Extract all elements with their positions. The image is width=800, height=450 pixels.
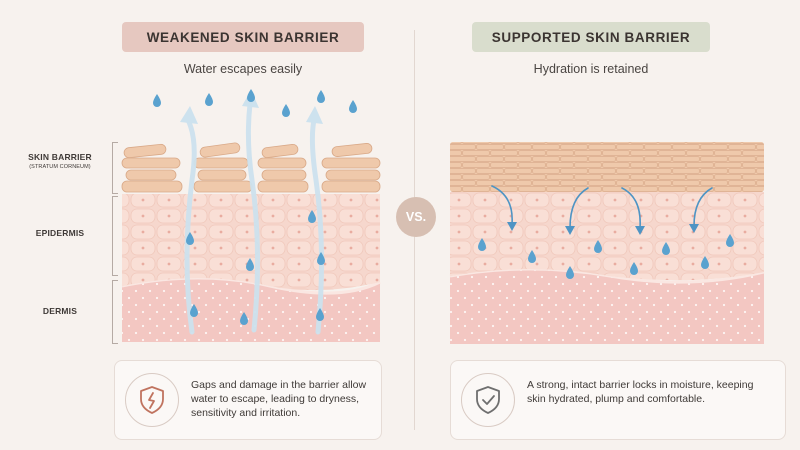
intact-barrier-bricks [450, 142, 764, 192]
barrier-cluster-4 [321, 143, 381, 193]
weakened-skin-illustration [121, 89, 381, 342]
supported-description: A strong, intact barrier locks in moistu… [527, 379, 754, 405]
epidermis-cells [122, 194, 380, 291]
layer-label-epidermis: EPIDERMIS [35, 228, 85, 238]
water-drops-retained [478, 234, 734, 279]
epidermis-cells-supported [450, 192, 764, 281]
retain-arrowhead-3 [635, 226, 645, 235]
supported-title: SUPPORTED SKIN BARRIER [472, 22, 710, 52]
cracked-shield-icon [125, 373, 179, 427]
dermis-texture-supported [450, 269, 764, 344]
weakened-barrier-panel: WEAKENED SKIN BARRIER Water escapes easi… [10, 22, 382, 440]
bracket-epidermis [112, 196, 118, 276]
shield-check-icon [461, 373, 515, 427]
escape-arrowhead-3 [306, 106, 323, 124]
barrier-cluster-2 [193, 142, 253, 193]
layer-label-barrier: SKIN BARRIER (STRATUM CORNEUM) [10, 152, 110, 170]
bracket-dermis [112, 280, 118, 344]
supported-info-box: A strong, intact barrier locks in moistu… [450, 360, 786, 440]
water-drops-escaping [153, 89, 357, 325]
escape-arrow-1 [184, 117, 197, 335]
layer-barrier-label: SKIN BARRIER [28, 152, 92, 162]
layer-barrier-sublabel: (STRATUM CORNEUM) [29, 164, 91, 170]
weakened-info-box: Gaps and damage in the barrier allow wat… [114, 360, 382, 440]
retain-arrowhead-2 [565, 226, 575, 235]
retain-arrow-2 [569, 187, 589, 229]
layer-label-dermis: DERMIS [42, 306, 78, 316]
escape-arrow-2 [245, 101, 261, 333]
barrier-cluster-1 [121, 143, 183, 193]
supported-subtitle: Hydration is retained [533, 62, 649, 76]
weakened-description: Gaps and damage in the barrier allow wat… [191, 379, 367, 419]
retain-arrow-4 [693, 187, 713, 227]
retain-arrowhead-4 [689, 224, 699, 233]
supported-barrier-panel: SUPPORTED SKIN BARRIER Hydration is reta… [420, 0, 800, 450]
escape-arrow-3 [309, 117, 325, 335]
barrier-cluster-3 [257, 144, 309, 193]
retain-arrowhead-1 [507, 222, 517, 231]
retain-arrow-1 [491, 185, 513, 225]
escape-arrowhead-1 [180, 106, 198, 124]
bracket-barrier [112, 142, 118, 194]
supported-skin-illustration [449, 142, 765, 344]
weakened-title: WEAKENED SKIN BARRIER [122, 22, 364, 52]
vs-badge: VS. [396, 197, 436, 237]
retain-arrow-3 [621, 187, 641, 229]
weakened-subtitle: Water escapes easily [183, 62, 303, 76]
